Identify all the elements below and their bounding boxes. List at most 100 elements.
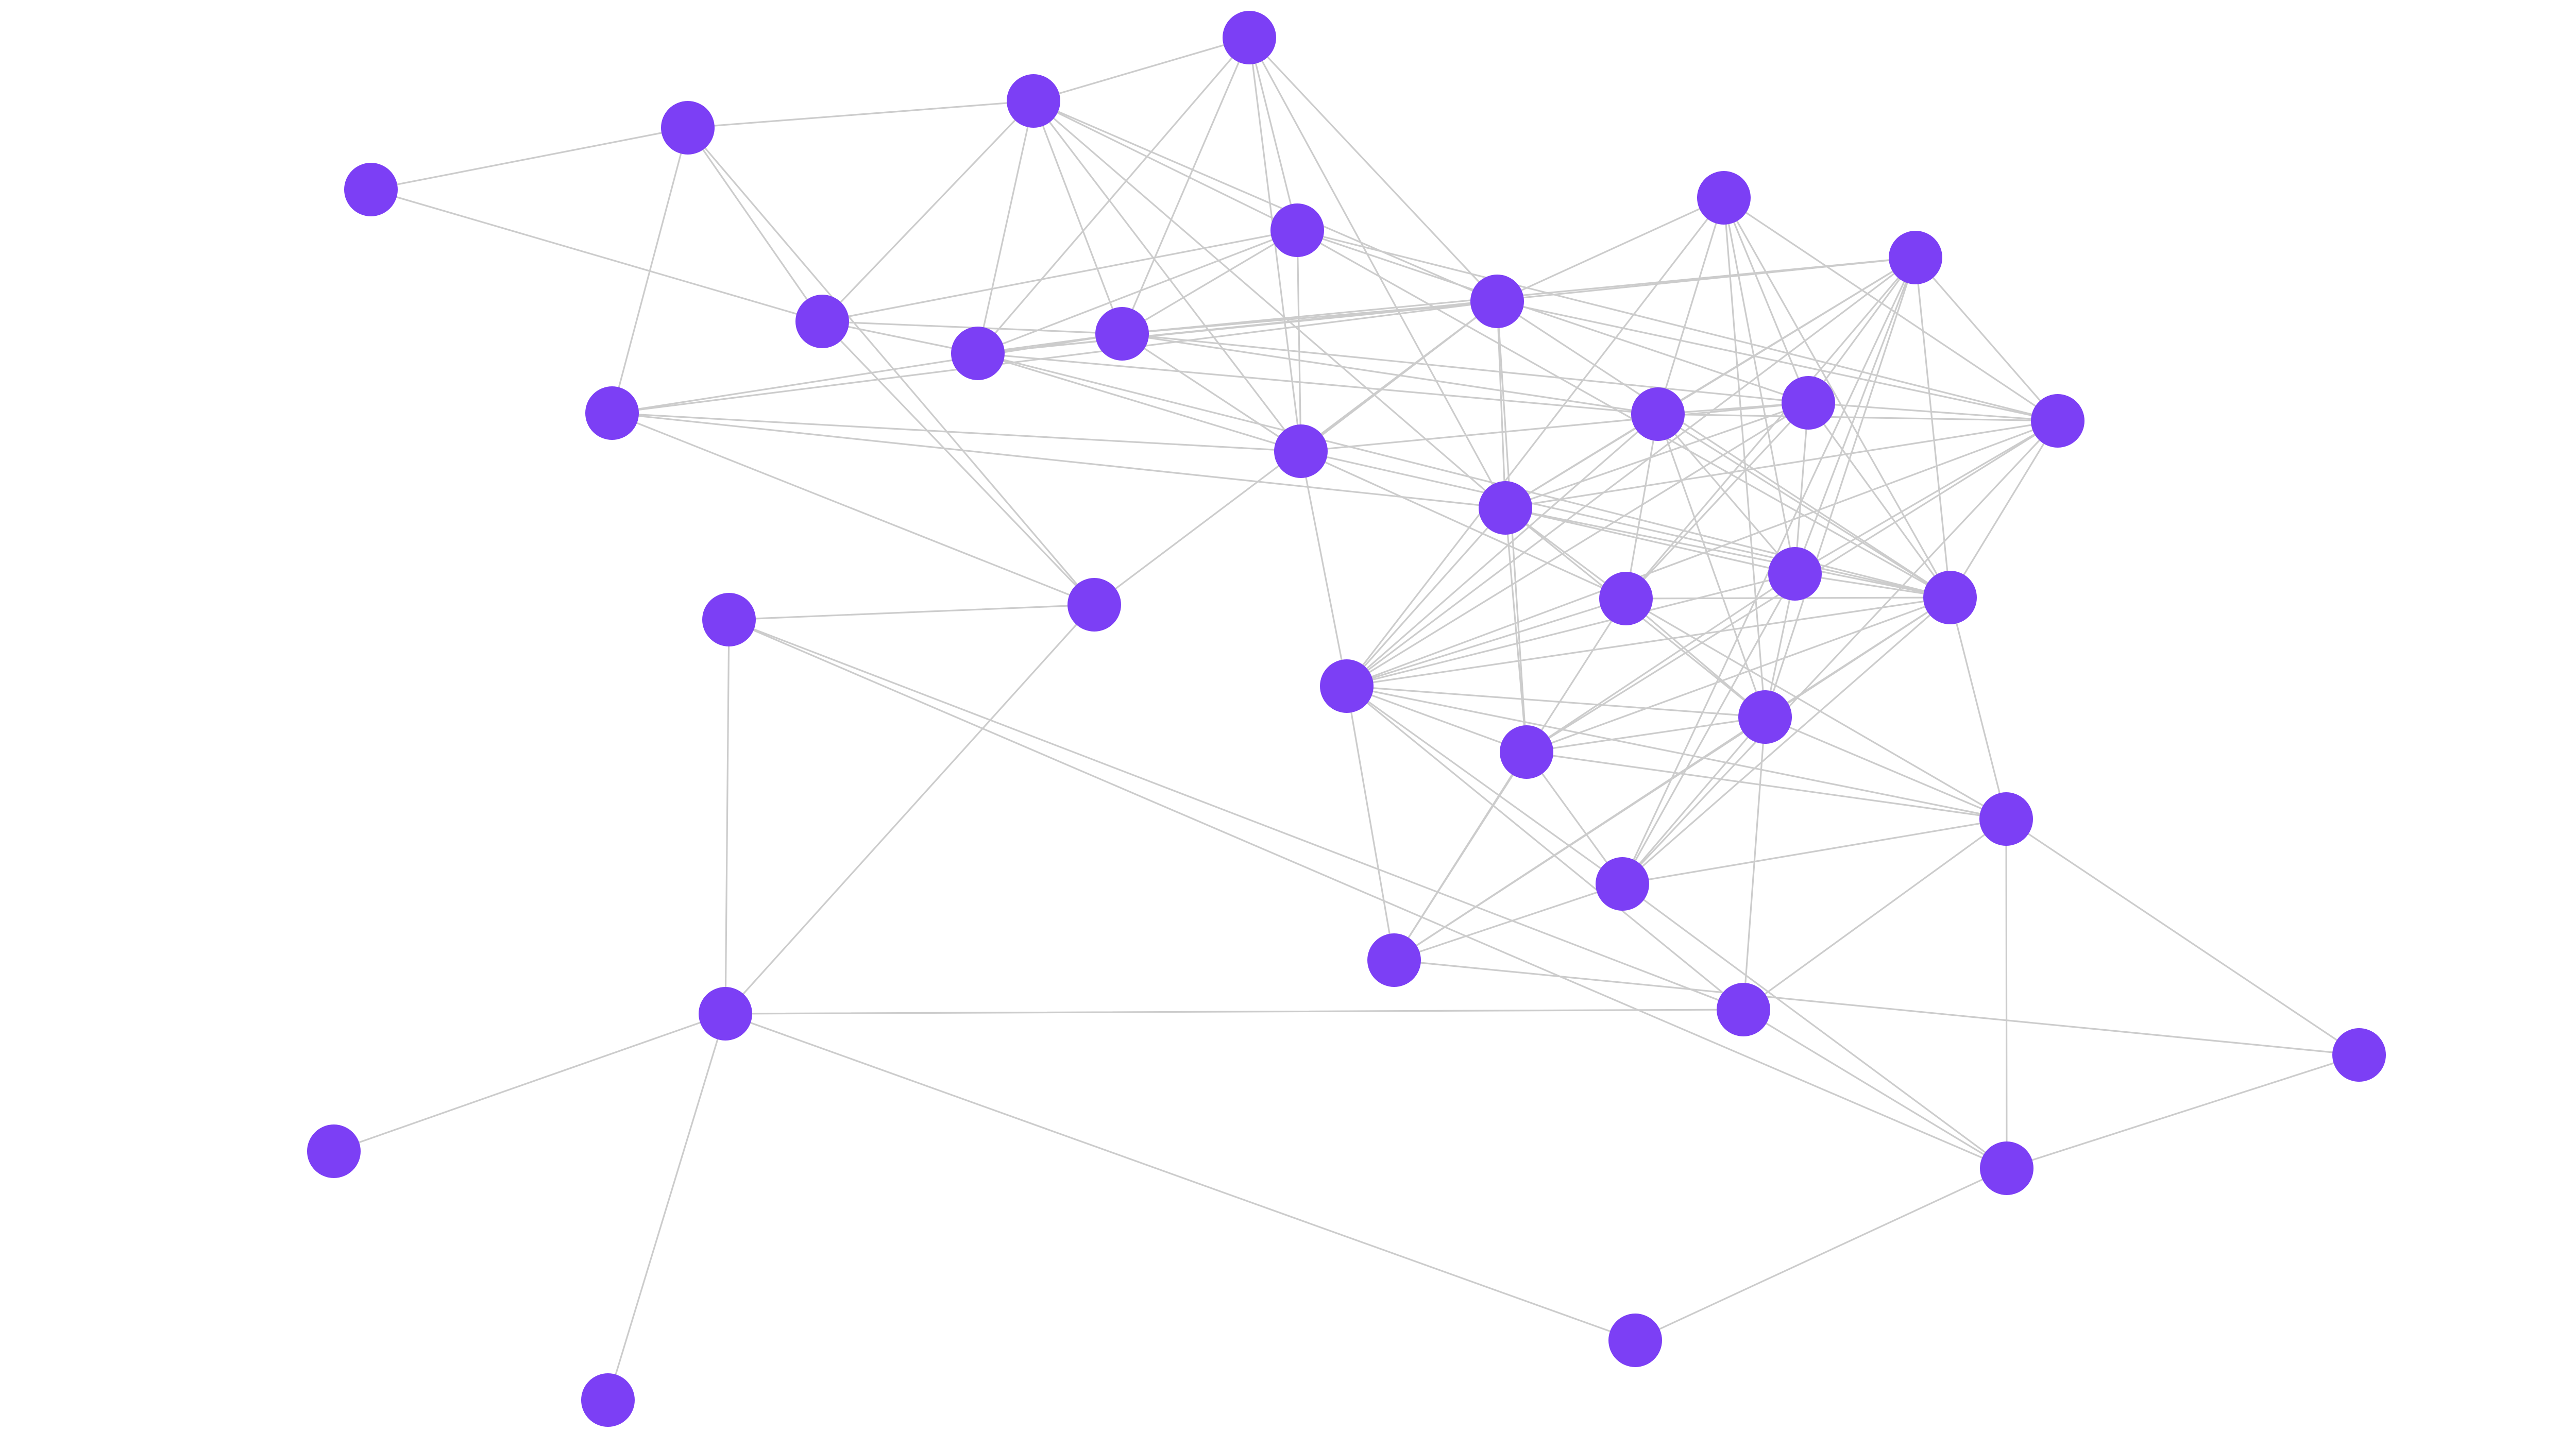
- graph-edge-n20-n22: [1526, 596, 1951, 753]
- graph-node-n32[interactable]: [702, 593, 756, 646]
- graph-edge-n3-n11: [1248, 37, 1498, 302]
- graph-node-n28[interactable]: [1980, 1141, 2033, 1195]
- graph-edge-n28-n29: [2006, 1054, 2360, 1169]
- graph-node-n7[interactable]: [1095, 307, 1149, 361]
- graph-node-n15[interactable]: [1782, 376, 1835, 430]
- graph-node-n5[interactable]: [795, 295, 849, 348]
- graph-node-m1[interactable]: [307, 1124, 361, 1178]
- graph-edge-n11-n20: [1496, 300, 1951, 599]
- graph-node-n3[interactable]: [1223, 11, 1276, 64]
- graph-node-n10[interactable]: [1067, 578, 1121, 632]
- graph-edge-n15-n16: [1807, 257, 1917, 404]
- graph-edge-n14-n21: [1346, 413, 1659, 687]
- graph-node-n16[interactable]: [1889, 231, 1942, 284]
- graph-node-n20[interactable]: [1923, 571, 1977, 624]
- graph-node-n30[interactable]: [1608, 1314, 1662, 1367]
- graph-edge-n28-n30: [1634, 1167, 2008, 1341]
- graph-node-n24[interactable]: [1596, 857, 1649, 911]
- graph-edge-n2-n13: [1032, 100, 1506, 509]
- graph-edge-n20-n25: [1949, 596, 2007, 820]
- graph-edge-n18-n21: [1346, 598, 1627, 687]
- graph-node-n13[interactable]: [1479, 481, 1532, 535]
- graph-node-n6[interactable]: [951, 327, 1005, 380]
- graph-node-n9[interactable]: [1274, 424, 1328, 478]
- graph-node-n1[interactable]: [661, 101, 715, 155]
- graph-edge-n14-n17: [1657, 413, 2059, 422]
- graph-edge-n20-n21: [1346, 596, 1951, 687]
- graph-node-n29[interactable]: [2332, 1028, 2386, 1082]
- graph-edge-n22-n24: [1526, 751, 1623, 885]
- graph-edge-n2-n7: [1032, 100, 1123, 335]
- graph-edge-n3-n13: [1248, 37, 1506, 509]
- graph-edge-n12-n21: [1346, 197, 1725, 687]
- graph-edge-n7-n9: [1121, 333, 1302, 452]
- graph-edge-n4-n6: [977, 229, 1298, 354]
- graph-edge-n2-n6: [977, 100, 1035, 354]
- graph-node-n27[interactable]: [1717, 983, 1770, 1036]
- graph-node-n8[interactable]: [585, 386, 639, 440]
- graph-node-n0[interactable]: [344, 163, 398, 216]
- graph-edge-n17-n19: [1794, 420, 2059, 575]
- graph-edge-m0-m1: [333, 1013, 726, 1152]
- graph-edge-n16-n23: [1764, 257, 1917, 718]
- graph-edge-n22-n26: [1393, 751, 1528, 961]
- graph-edge-n22-n23: [1526, 716, 1766, 753]
- graph-edge-n13-n17: [1504, 420, 2059, 509]
- graph-edge-n3-n7: [1121, 37, 1250, 335]
- node-layer: [307, 11, 2386, 1427]
- graph-node-n26[interactable]: [1367, 933, 1421, 987]
- graph-edge-n5-n10: [821, 320, 1095, 606]
- graph-edge-n13-n21: [1346, 507, 1506, 687]
- graph-edge-n21-n23: [1346, 685, 1766, 718]
- graph-edge-n15-n18: [1625, 402, 1809, 600]
- graph-edge-n4-n7: [1121, 229, 1298, 335]
- graph-edge-n13-n20: [1504, 507, 1951, 599]
- graph-node-n19[interactable]: [1768, 547, 1822, 601]
- graph-edge-n14-n20: [1657, 413, 1951, 599]
- graph-edge-n13-n15: [1504, 402, 1809, 509]
- graph-edge-n19-n21: [1346, 573, 1796, 687]
- graph-edge-n9-n20: [1300, 450, 1951, 599]
- graph-edge-n31-n32: [724, 619, 730, 1015]
- graph-edge-n1-n10: [687, 127, 1095, 606]
- graph-node-n2[interactable]: [1007, 74, 1060, 128]
- graph-node-n22[interactable]: [1500, 725, 1553, 779]
- graph-edge-n25-n28: [2005, 818, 2008, 1169]
- graph-edge-n14-n18: [1625, 413, 1659, 600]
- graph-node-m2[interactable]: [581, 1373, 635, 1427]
- graph-node-n14[interactable]: [1631, 387, 1685, 441]
- graph-edge-n18-n23: [1625, 598, 1766, 718]
- graph-node-n18[interactable]: [1599, 572, 1653, 625]
- graph-edge-n8-n11: [611, 300, 1498, 414]
- graph-node-n21[interactable]: [1320, 659, 1374, 713]
- graph-edge-n2-n4: [1032, 100, 1298, 231]
- graph-edge-n16-n18: [1625, 257, 1917, 600]
- graph-node-n17[interactable]: [2031, 394, 2084, 448]
- graph-edge-n16-n17: [1914, 257, 2059, 422]
- graph-edge-n30-n31: [724, 1013, 1636, 1341]
- graph-edge-n1-n2: [687, 100, 1035, 129]
- graph-edge-n12-n14: [1657, 197, 1725, 415]
- graph-edge-n8-n13: [611, 412, 1506, 509]
- graph-node-n12[interactable]: [1697, 171, 1751, 225]
- graph-edge-n21-n26: [1346, 685, 1395, 961]
- graph-node-n25[interactable]: [1979, 792, 2033, 846]
- graph-edge-n12-n23: [1723, 197, 1766, 718]
- graph-edge-n2-n11: [1032, 100, 1498, 302]
- graph-edge-n9-n18: [1300, 450, 1627, 600]
- graph-edge-n23-n27: [1742, 716, 1766, 1011]
- graph-edge-n27-n32: [728, 619, 1744, 1011]
- graph-edge-n1-n5: [687, 127, 823, 322]
- graph-edge-n24-n25: [1621, 818, 2007, 885]
- graph-node-n4[interactable]: [1270, 203, 1324, 257]
- graph-edge-n12-n19: [1723, 197, 1796, 575]
- graph-edge-n13-n22: [1504, 507, 1528, 753]
- graph-edge-n0-n1: [370, 127, 689, 191]
- graph-edge-n25-n29: [2005, 818, 2360, 1056]
- graph-node-n31[interactable]: [699, 987, 752, 1041]
- graph-node-n23[interactable]: [1738, 690, 1792, 744]
- graph-edge-n14-n23: [1657, 413, 1766, 718]
- graph-edge-n13-n19: [1504, 507, 1796, 575]
- graph-node-n11[interactable]: [1470, 275, 1524, 328]
